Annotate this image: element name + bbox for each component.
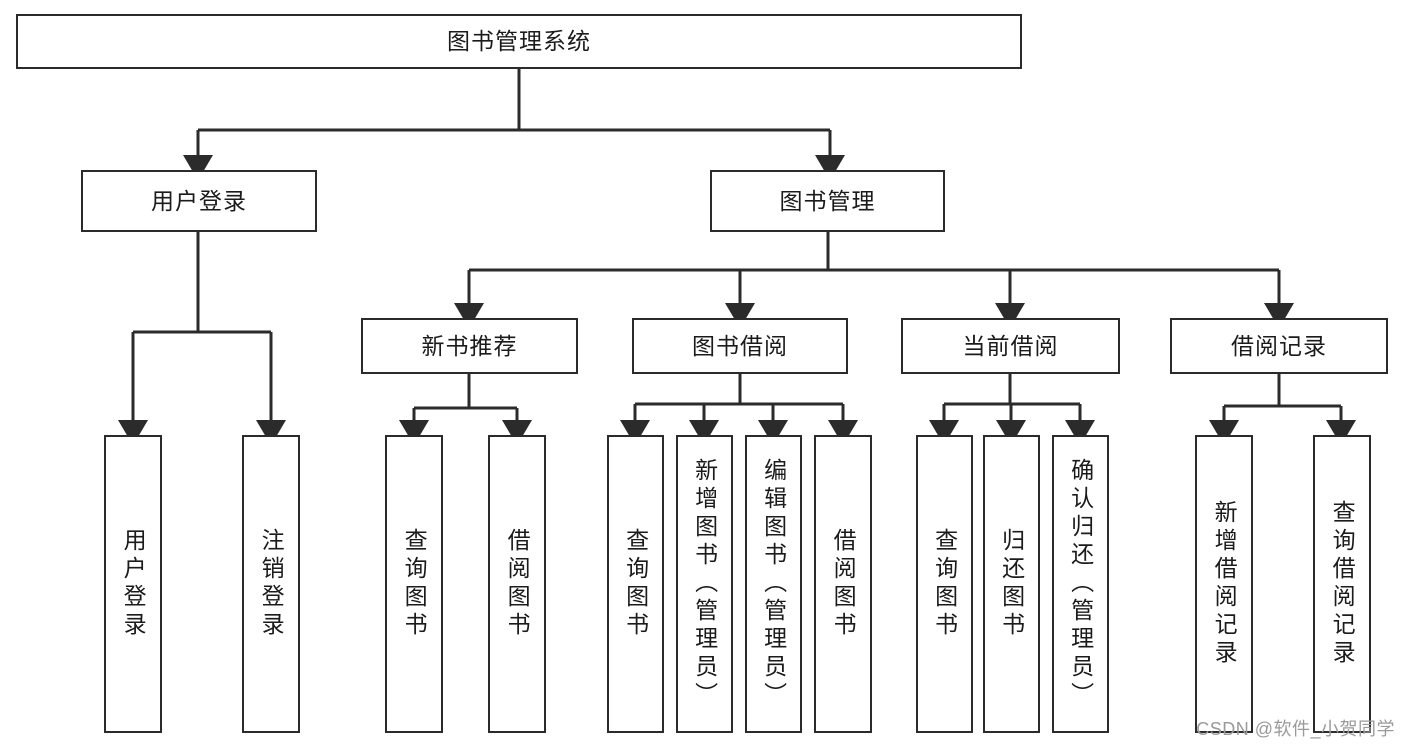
leaf-record-query[interactable]: 查询借阅记录: [1313, 435, 1371, 733]
csdn-watermark: CSDN @软件_小贺同学: [1196, 719, 1395, 739]
node-root[interactable]: 图书管理系统: [16, 14, 1022, 69]
leaf-label: 借阅图书: [830, 528, 857, 640]
leaf-new-book-query[interactable]: 查询图书: [385, 435, 443, 733]
leaf-borrow-add-book[interactable]: 新增图书（管理员）: [676, 435, 733, 733]
leaf-label: 新增借阅记录: [1211, 500, 1238, 668]
node-user-login[interactable]: 用户登录: [81, 170, 317, 232]
node-book-management-label: 图书管理: [779, 187, 876, 214]
node-borrow-record-label: 借阅记录: [1231, 332, 1327, 359]
leaf-label: 查询图书: [401, 528, 428, 640]
node-new-book-recommend[interactable]: 新书推荐: [361, 318, 578, 374]
leaf-borrow-borrow-book[interactable]: 借阅图书: [814, 435, 872, 733]
leaf-record-add[interactable]: 新增借阅记录: [1195, 435, 1253, 733]
leaf-label: 确认归还（管理员）: [1067, 458, 1094, 710]
leaf-user-login-logout[interactable]: 注销登录: [242, 435, 300, 733]
leaf-label: 查询图书: [622, 528, 649, 640]
leaf-current-query-book[interactable]: 查询图书: [916, 435, 973, 733]
node-user-login-label: 用户登录: [151, 187, 247, 214]
leaf-current-confirm-return[interactable]: 确认归还（管理员）: [1052, 435, 1109, 733]
leaf-borrow-query-book[interactable]: 查询图书: [607, 435, 664, 733]
node-root-label: 图书管理系统: [447, 28, 591, 55]
node-book-borrow[interactable]: 图书借阅: [632, 318, 848, 374]
node-new-book-recommend-label: 新书推荐: [421, 332, 518, 359]
node-borrow-record[interactable]: 借阅记录: [1170, 318, 1388, 374]
leaf-label: 注销登录: [258, 528, 285, 640]
leaf-label: 用户登录: [120, 528, 147, 640]
node-book-borrow-label: 图书借阅: [692, 332, 788, 359]
leaf-label: 查询借阅记录: [1329, 500, 1356, 668]
node-current-borrow-label: 当前借阅: [962, 332, 1059, 359]
node-book-management[interactable]: 图书管理: [710, 170, 945, 232]
leaf-label: 归还图书: [998, 528, 1025, 640]
leaf-borrow-edit-book[interactable]: 编辑图书（管理员）: [745, 435, 802, 733]
leaf-new-book-borrow[interactable]: 借阅图书: [488, 435, 546, 733]
leaf-user-login-login[interactable]: 用户登录: [104, 435, 162, 733]
node-current-borrow[interactable]: 当前借阅: [901, 318, 1120, 374]
leaf-label: 查询图书: [931, 528, 958, 640]
leaf-label: 编辑图书（管理员）: [760, 458, 787, 710]
leaf-current-return-book[interactable]: 归还图书: [983, 435, 1040, 733]
leaf-label: 借阅图书: [504, 528, 531, 640]
leaf-label: 新增图书（管理员）: [691, 458, 718, 710]
